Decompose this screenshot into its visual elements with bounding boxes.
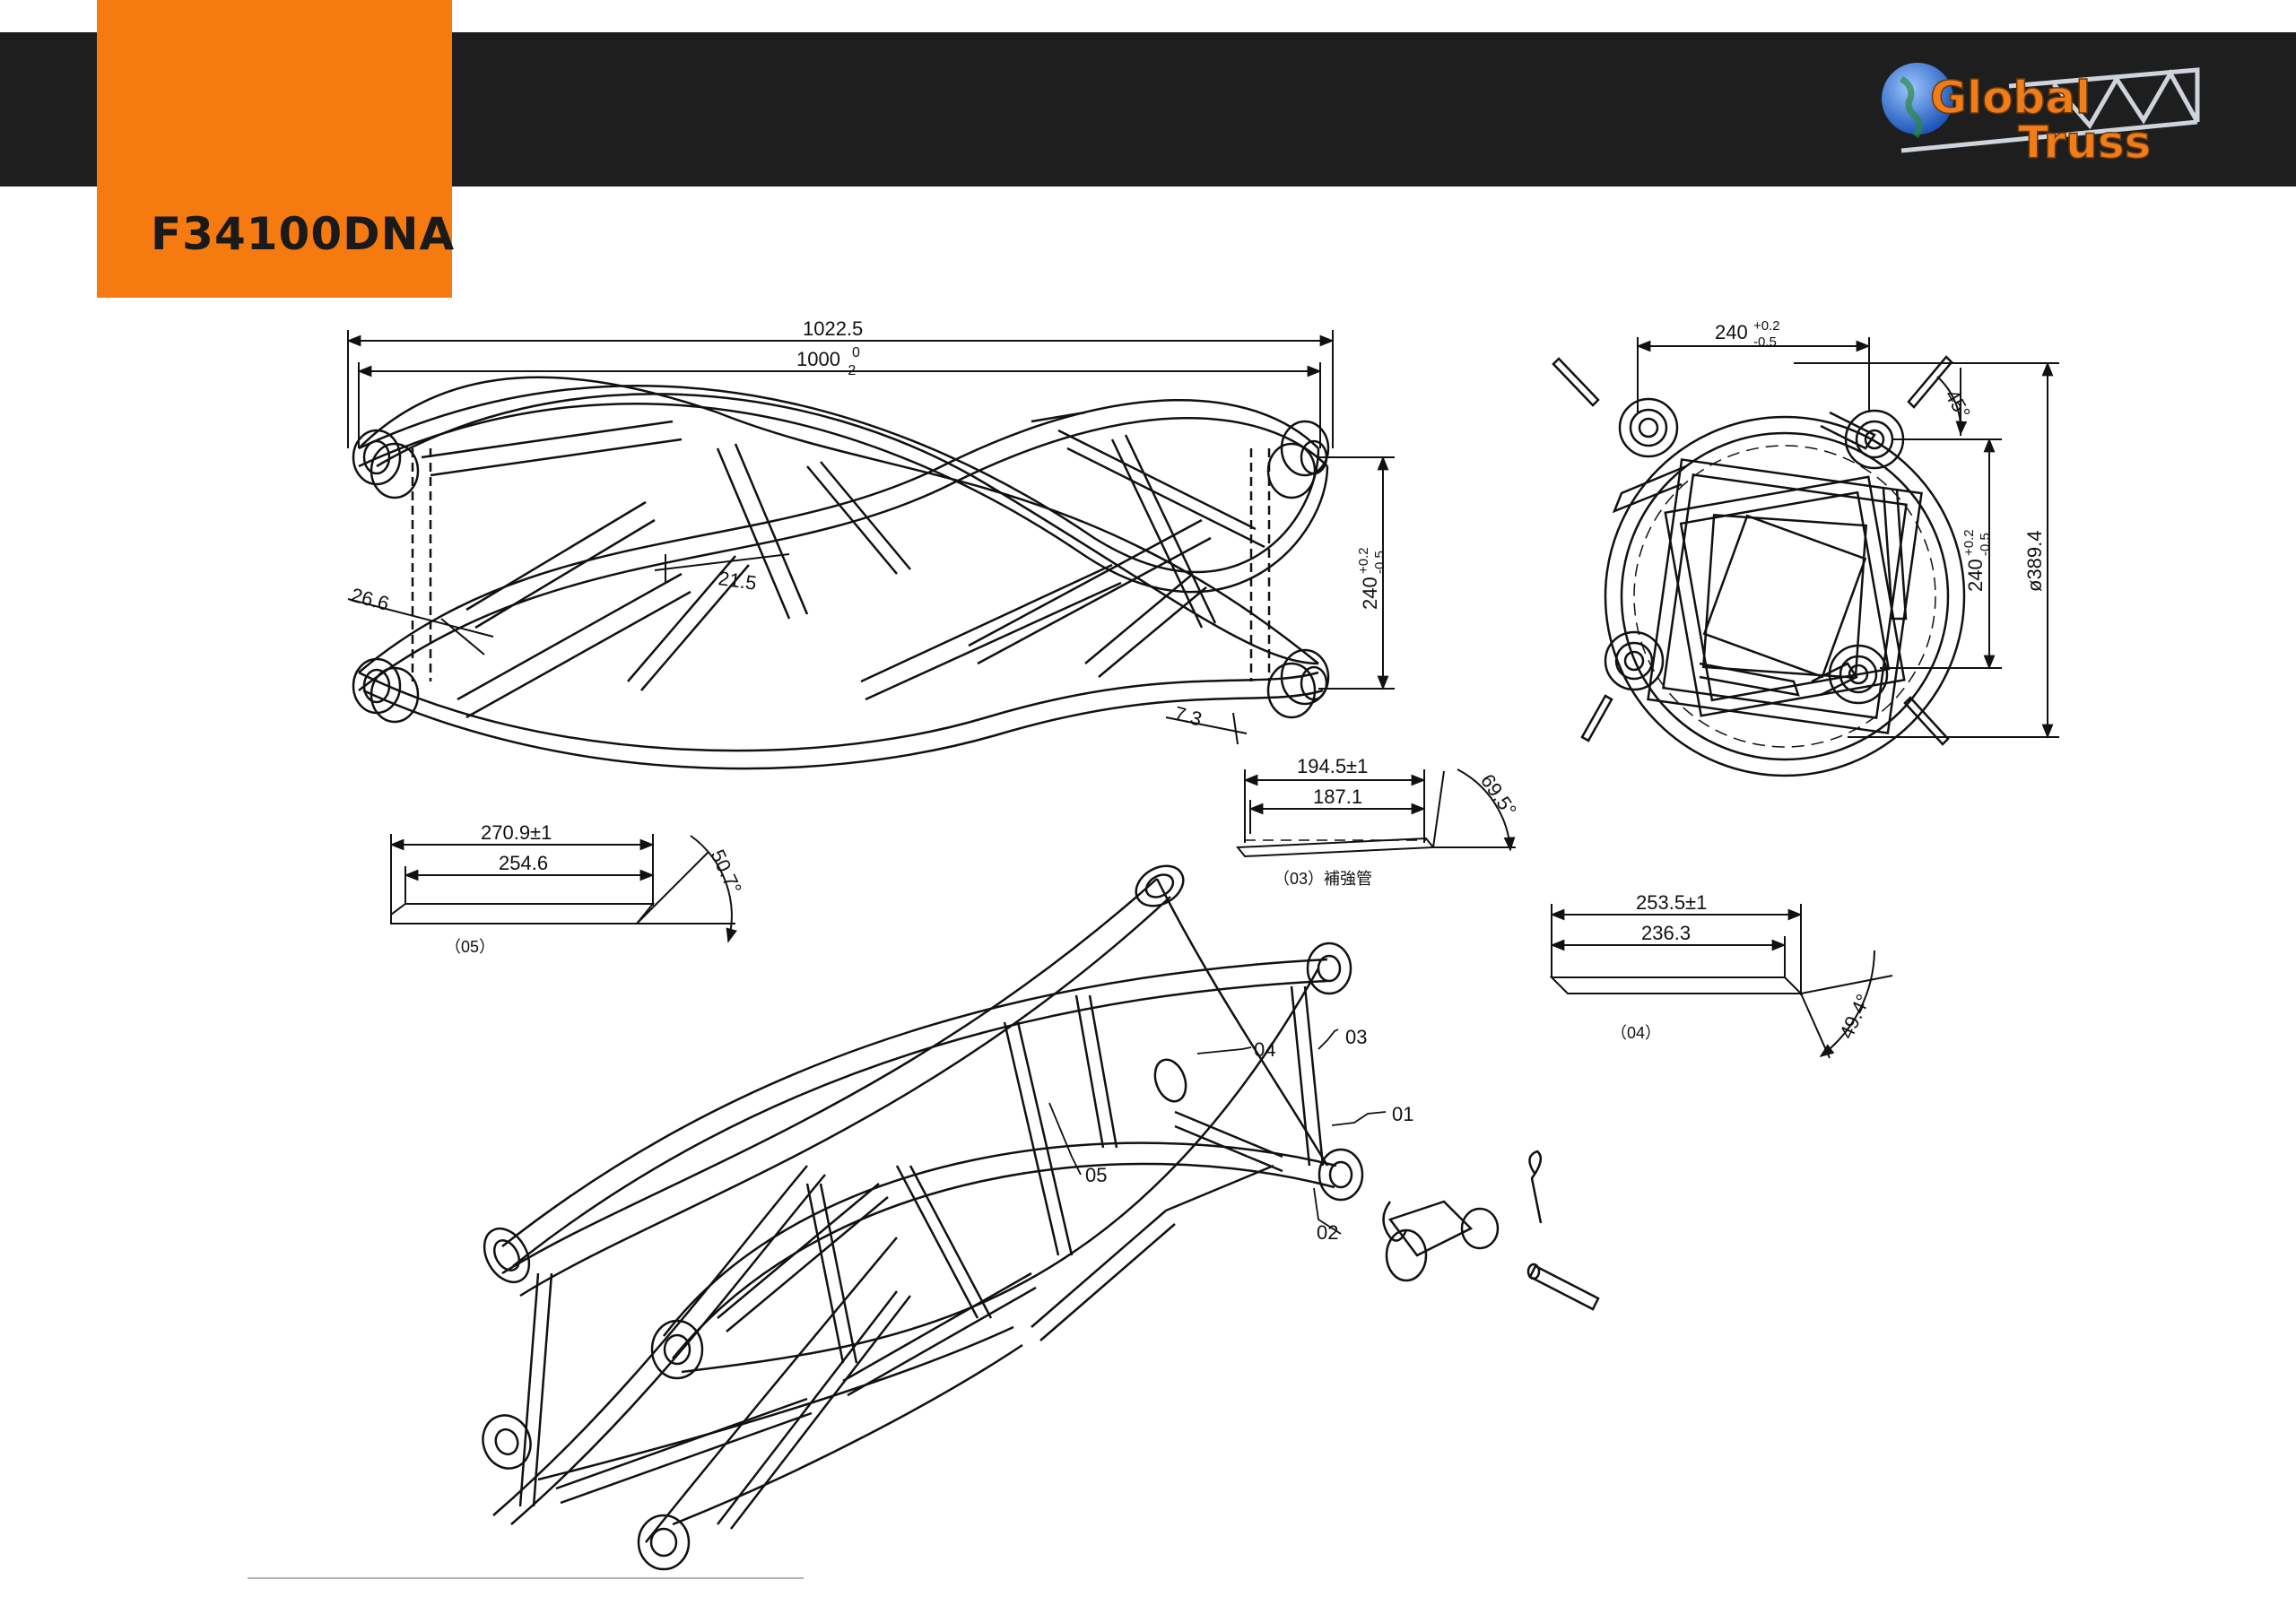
end-width-tol-upper: +0.2 xyxy=(1753,318,1780,334)
dim-length-tol-upper: 0 xyxy=(852,345,860,360)
callout-01: 01 xyxy=(1392,1103,1413,1125)
dim-21-5: 21.5 xyxy=(717,567,758,595)
part-05-total: 270.9±1 xyxy=(481,821,552,844)
end-view xyxy=(1552,355,1966,777)
end-height-tol-upper: +0.2 xyxy=(1961,529,1977,556)
part-05-inner: 254.6 xyxy=(499,852,548,874)
end-height-nominal: 240 xyxy=(1964,559,1987,592)
dim-length-tol-lower: -2 xyxy=(843,363,856,378)
end-angle: 45° xyxy=(1941,386,1975,422)
part-03-caption: （03）補強管 xyxy=(1274,870,1372,888)
model-number: F34100DNA xyxy=(151,208,456,260)
part-05-labels: 270.9±1 254.6 50.7° （05） xyxy=(445,821,746,956)
isometric-view xyxy=(482,864,1600,1571)
end-height-tol-lower: -0.5 xyxy=(1978,533,1993,556)
side-view xyxy=(352,376,1330,770)
callout-05: 05 xyxy=(1085,1164,1107,1186)
end-width-tol-lower: -0.5 xyxy=(1753,334,1777,350)
isometric-callouts xyxy=(1048,1028,1387,1235)
callout-02: 02 xyxy=(1317,1221,1338,1244)
part-03-total: 194.5±1 xyxy=(1297,755,1368,777)
part-04-inner: 236.3 xyxy=(1641,922,1691,944)
model-tag: F34100DNA xyxy=(97,0,456,298)
brand-line1: Global xyxy=(1930,72,2091,124)
dim-overall-length: 1022.5 xyxy=(803,317,863,340)
part-05-angle: 50.7° xyxy=(706,846,745,898)
part-04-caption: （04） xyxy=(1611,1024,1661,1042)
end-view-dimensions xyxy=(1636,337,2059,739)
part-05-caption: （05） xyxy=(445,938,495,956)
globe-icon xyxy=(1882,63,1953,135)
side-view-dimensions xyxy=(346,330,1395,745)
dim-length-nominal: 1000 xyxy=(796,348,840,370)
dim-26-6: 26.6 xyxy=(349,584,392,615)
part-03-labels: 194.5±1 187.1 69.5° （03）補強管 xyxy=(1274,755,1521,888)
dim-height-tol-lower: -0.5 xyxy=(1372,551,1387,574)
brand-line2: Truss xyxy=(2018,117,2151,167)
part-05 xyxy=(389,834,737,943)
dim-height-tol-upper: +0.2 xyxy=(1356,547,1371,574)
part-04-angle: 49.4° xyxy=(1835,991,1874,1042)
end-diameter: ø389.4 xyxy=(2023,531,2046,593)
callout-04: 04 xyxy=(1254,1038,1275,1061)
dim-7-3: 7.3 xyxy=(1172,702,1205,731)
dim-height-nominal: 240 xyxy=(1359,577,1381,610)
part-03-angle: 69.5° xyxy=(1476,770,1521,821)
end-view-labels: 240 +0.2 -0.5 240 +0.2 -0.5 45° ø389.4 xyxy=(1715,318,2046,592)
part-03 xyxy=(1235,768,1516,858)
part-04 xyxy=(1549,904,1893,1059)
part-03-inner: 187.1 xyxy=(1313,785,1362,808)
global-truss-logo: Global Truss xyxy=(1882,63,2200,167)
end-width-nominal: 240 xyxy=(1715,321,1748,343)
callout-03: 03 xyxy=(1345,1026,1367,1048)
part-04-total: 253.5±1 xyxy=(1636,891,1707,914)
isometric-callout-labels: 01 02 03 04 05 xyxy=(1085,1026,1413,1244)
logo-truss-icon xyxy=(1900,67,2200,153)
